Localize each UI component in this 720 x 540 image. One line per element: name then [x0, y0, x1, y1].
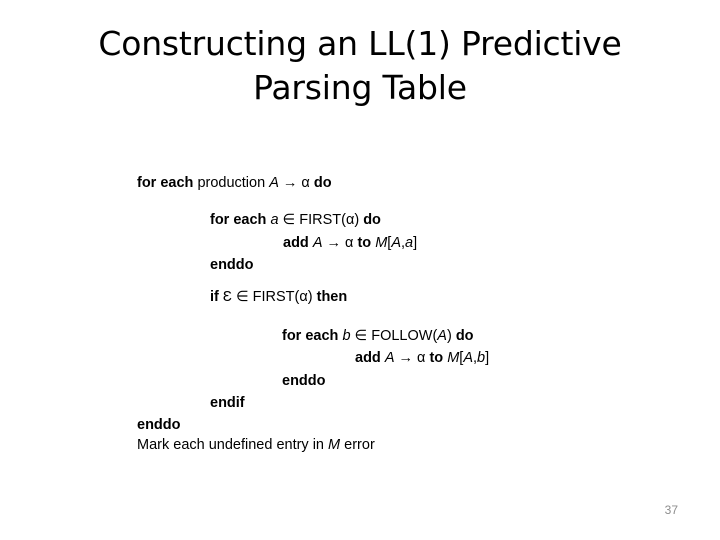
code-run: α: [417, 350, 426, 366]
code-run: ): [307, 289, 317, 305]
code-run: α: [345, 235, 354, 251]
line-enddo-inner-2: enddo: [282, 373, 326, 389]
code-run: b: [477, 350, 486, 366]
line-enddo-outer: enddo: [137, 417, 181, 433]
code-run: α: [345, 212, 355, 228]
line-add-m-a-a: add A → α to M[A,a]: [283, 235, 418, 251]
page-number: 37: [664, 503, 678, 517]
code-run: M: [328, 437, 341, 453]
line-mark-undefined: Mark each undefined entry in M error: [137, 437, 375, 453]
code-run: A: [463, 350, 473, 366]
code-run: α: [299, 289, 308, 305]
line-add-m-a-b: add A → α to M[A,b]: [355, 350, 490, 366]
code-run: FIRST(: [252, 289, 300, 305]
code-run: add: [283, 235, 313, 251]
code-run: ]: [413, 235, 418, 251]
code-run: A: [384, 350, 395, 366]
code-run: a: [405, 235, 414, 251]
code-run: do: [455, 328, 474, 344]
code-run: endif: [210, 395, 245, 411]
code-run: to: [429, 350, 444, 366]
code-run: for each: [282, 328, 343, 344]
code-run: A: [269, 175, 279, 191]
page-title-line-2: Parsing Table: [253, 68, 467, 107]
line-for-each-b-follow: for each b ∈ FOLLOW(A) do: [282, 328, 474, 344]
code-run: FOLLOW(: [371, 328, 438, 344]
code-run: A: [391, 235, 401, 251]
line-if-epsilon-first: if Ɛ ∈ FIRST(α) then: [210, 288, 348, 305]
code-run: →: [322, 235, 346, 251]
code-run: ,: [472, 350, 478, 366]
line-for-each-a-first: for each a ∈ FIRST(α) do: [210, 212, 381, 228]
code-run: →: [394, 350, 418, 366]
code-run: α: [301, 175, 310, 191]
code-run: ∈: [278, 212, 300, 228]
page-title: Constructing an LL(1) Predictive Parsing…: [60, 22, 660, 110]
code-run: ,: [400, 235, 406, 251]
code-run: enddo: [137, 417, 181, 433]
code-run: enddo: [282, 373, 326, 389]
line-for-each-production: for each production A → α do: [137, 175, 332, 191]
code-run: then: [316, 289, 348, 305]
code-run: if: [210, 289, 223, 305]
code-run: A: [312, 235, 323, 251]
line-endif: endif: [210, 395, 245, 411]
code-run: M: [375, 235, 388, 251]
code-run: →: [278, 175, 302, 191]
code-run: Mark each undefined entry in: [137, 437, 329, 453]
code-run: for each: [137, 175, 198, 191]
code-run: [: [387, 235, 392, 251]
line-enddo-inner-1: enddo: [210, 257, 254, 273]
code-run: enddo: [210, 257, 254, 273]
code-run: [: [459, 350, 464, 366]
code-run: ): [354, 212, 364, 228]
code-run: ∈: [231, 289, 253, 305]
code-run: production: [197, 175, 270, 191]
code-run: error: [340, 437, 375, 453]
code-run: for each: [210, 212, 271, 228]
code-run: FIRST(: [299, 212, 346, 228]
code-run: M: [447, 350, 460, 366]
code-run: do: [363, 212, 381, 228]
code-run: do: [313, 175, 332, 191]
code-run: b: [342, 328, 351, 344]
code-run: a: [270, 212, 279, 228]
code-run: to: [357, 235, 372, 251]
code-run: A: [437, 328, 447, 344]
code-run: ): [446, 328, 456, 344]
code-run: add: [355, 350, 385, 366]
code-run: Ɛ: [222, 288, 232, 305]
page-title-line-1: Constructing an LL(1) Predictive: [98, 24, 622, 63]
code-run: ]: [485, 350, 490, 366]
code-run: ∈: [350, 328, 372, 344]
